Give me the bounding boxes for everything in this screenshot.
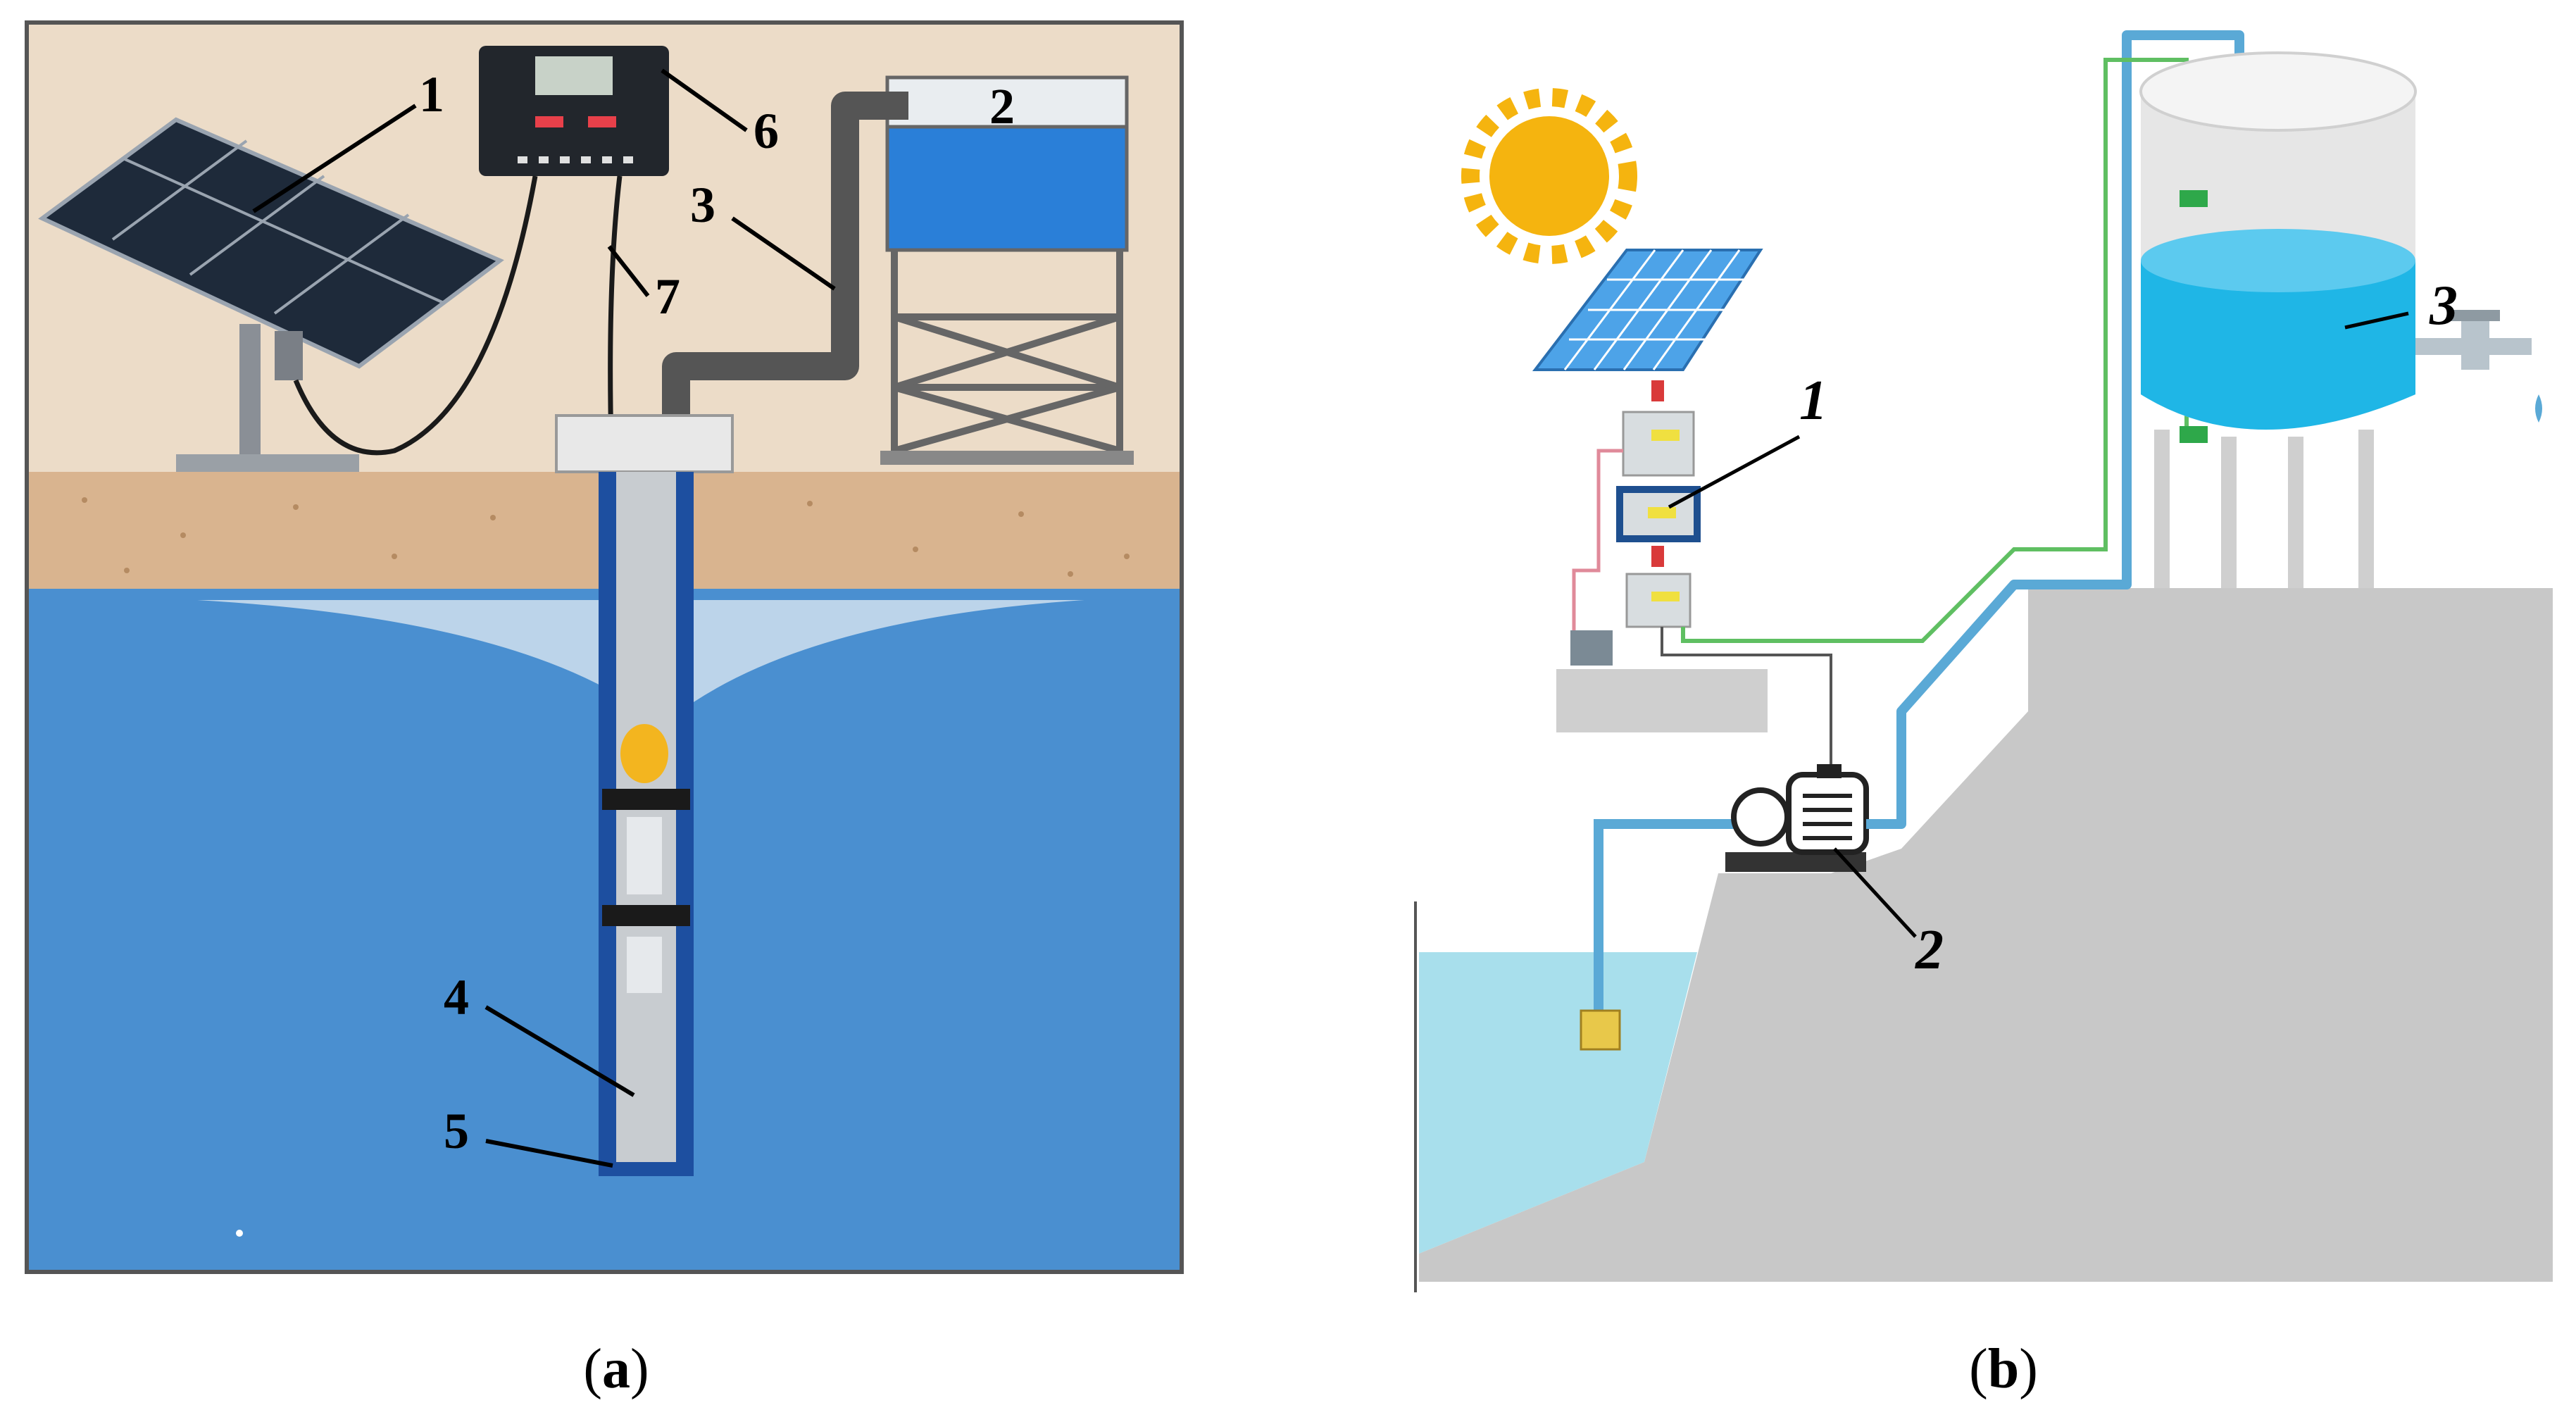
label-a-1: 1 — [419, 66, 444, 123]
caption-b: (b) — [1969, 1338, 2038, 1400]
water-tank-icon — [880, 75, 1134, 465]
delivery-pipe — [1866, 30, 2244, 829]
label-a-4: 4 — [444, 969, 469, 1025]
controller-icon — [479, 46, 669, 176]
label-a-7: 7 — [655, 268, 680, 325]
lake — [1419, 952, 1697, 1254]
motor-power-line — [1661, 627, 1832, 764]
label-a-5: 5 — [444, 1103, 469, 1159]
bubble — [236, 1230, 243, 1237]
label-a-2: 2 — [989, 78, 1015, 135]
label-a-3: 3 — [690, 177, 715, 233]
label-b-1: 1 — [1799, 370, 1827, 432]
caption-a: (a) — [583, 1338, 649, 1400]
label-a-6: 6 — [754, 103, 779, 159]
controller-b-icon — [1556, 380, 1768, 732]
solar-panel-icon — [38, 117, 504, 472]
motor-icon — [1725, 764, 1869, 872]
faucet-icon — [2415, 310, 2542, 423]
well-head-box — [555, 414, 734, 473]
pump-icon — [599, 472, 694, 1176]
panel-b: 1 2 3 (b) — [1414, 30, 2553, 1400]
power-wire-red — [1572, 449, 1623, 630]
suction-pipe — [1594, 819, 1746, 1014]
sun-icon — [1461, 88, 1637, 264]
label-b-3: 3 — [2429, 275, 2458, 337]
water-tank-b-icon — [2139, 51, 2417, 588]
leader-lines-a — [252, 68, 836, 1168]
strainer — [1580, 1009, 1621, 1051]
panel-a-border — [25, 20, 1184, 1274]
leader-lines-b — [1668, 311, 2409, 938]
cable-panel-to-controller — [293, 175, 538, 456]
label-b-2: 2 — [1915, 919, 1944, 981]
panel-a: 1 2 3 4 5 6 7 (a) — [25, 20, 1184, 1400]
solar-panel-b-icon — [1532, 249, 1763, 371]
sensor-wire — [1681, 58, 2189, 643]
hill — [1419, 588, 2553, 1282]
discharge-pipe — [662, 92, 908, 451]
